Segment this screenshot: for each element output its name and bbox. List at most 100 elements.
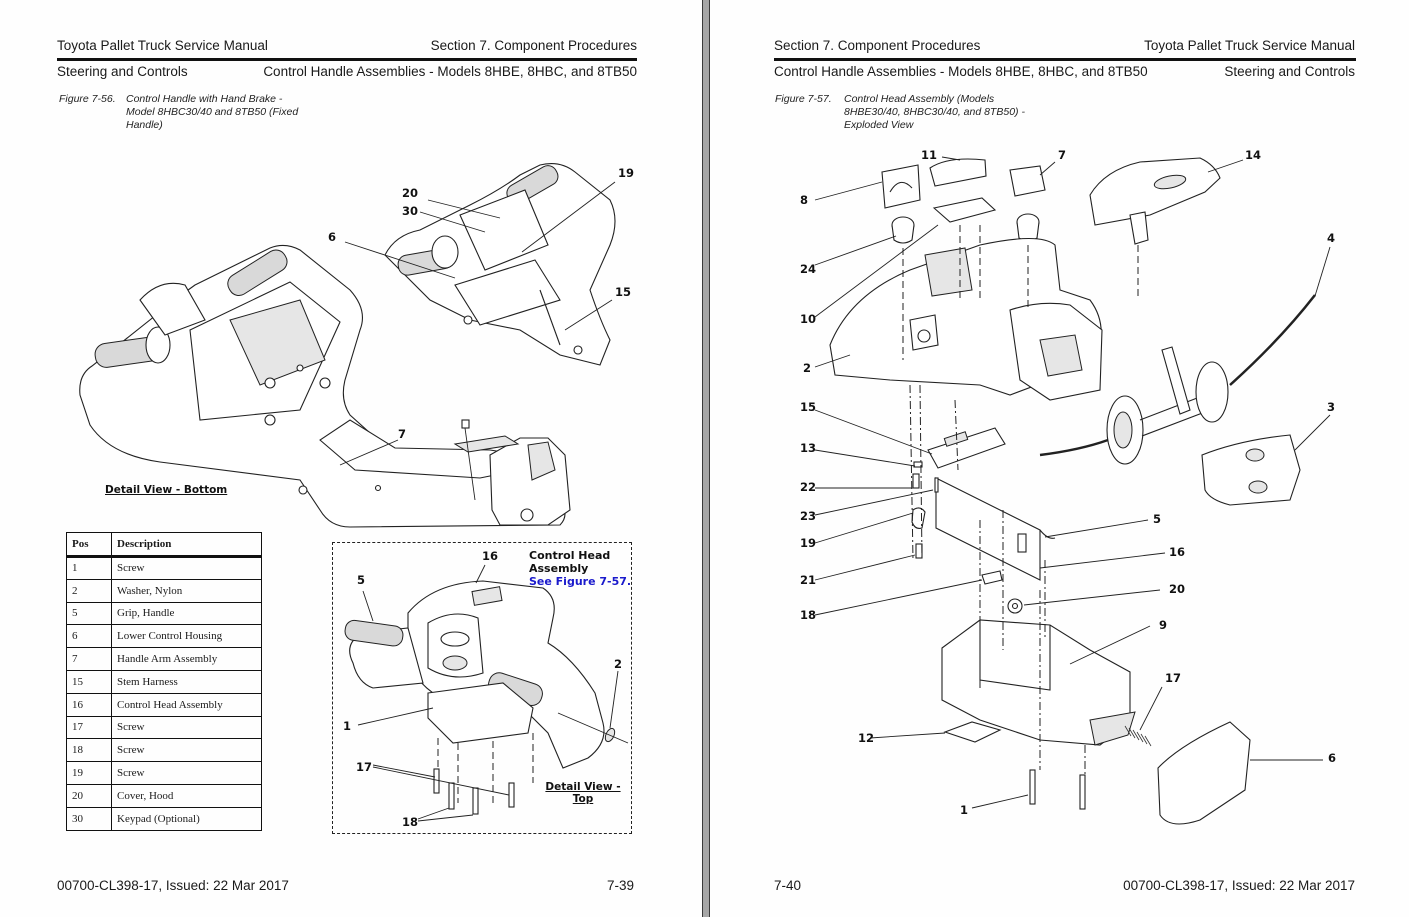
leader-9 bbox=[1069, 625, 1151, 665]
figure-caption-line-3: Exploded View bbox=[844, 119, 914, 131]
part-22-screw bbox=[912, 473, 920, 489]
part-8-button-cap bbox=[881, 164, 921, 209]
callout-24: 24 bbox=[800, 262, 817, 276]
cell-description: Stem Harness bbox=[111, 669, 262, 694]
cell-description: Handle Arm Assembly bbox=[111, 647, 262, 671]
part-4-cable bbox=[1229, 294, 1316, 386]
callout-7: 7 bbox=[1058, 148, 1067, 162]
callout-19: 19 bbox=[800, 536, 817, 550]
callout-15: 15 bbox=[800, 400, 817, 414]
part-17-spring bbox=[1124, 725, 1152, 747]
lower-housing bbox=[427, 682, 534, 744]
callout-5: 5 bbox=[357, 573, 366, 587]
header-topic: Control Handle Assemblies - Models 8HBE,… bbox=[774, 64, 1148, 79]
inset-screw bbox=[463, 315, 473, 325]
leader-14 bbox=[1207, 159, 1244, 173]
leader-15 bbox=[564, 299, 613, 331]
screw-head bbox=[264, 377, 276, 389]
callout-22: 22 bbox=[800, 480, 817, 494]
leader-1 bbox=[971, 794, 1029, 809]
arm-hole bbox=[374, 484, 382, 492]
callout-8: 8 bbox=[800, 193, 809, 207]
center-button-bottom bbox=[442, 655, 468, 671]
leader-16 bbox=[1039, 552, 1166, 569]
cover-bracket bbox=[1129, 211, 1149, 245]
inset-housing bbox=[454, 259, 561, 326]
cell-pos: 20 bbox=[66, 783, 112, 808]
cell-description: Keypad (Optional) bbox=[111, 806, 262, 831]
column-header-pos: Pos bbox=[66, 532, 112, 558]
shaft-disc-left-hub bbox=[1113, 411, 1133, 449]
column-header-description: Description bbox=[111, 532, 262, 558]
figure-caption: Figure 7-57. Control Head Assembly (Mode… bbox=[775, 93, 1095, 135]
callout-2: 2 bbox=[614, 657, 623, 671]
callout-3: 3 bbox=[1327, 400, 1336, 414]
callout-2: 2 bbox=[803, 361, 812, 375]
part-20-grommet-hole bbox=[1011, 602, 1019, 610]
footer-page-number: 7-40 bbox=[774, 878, 802, 893]
leader-20 bbox=[427, 199, 501, 219]
header-rule bbox=[774, 58, 1356, 61]
plate-cover bbox=[453, 435, 520, 453]
part-6-end-cap bbox=[1157, 721, 1251, 825]
part-1-screw-b bbox=[1079, 774, 1086, 810]
keypad-opening bbox=[924, 247, 973, 297]
part-10-gasket bbox=[932, 197, 997, 223]
assembly-lines-top bbox=[902, 225, 1139, 360]
callout-13: 13 bbox=[800, 441, 817, 455]
screw-17a bbox=[433, 768, 440, 794]
screw-18b bbox=[472, 787, 479, 815]
header-chapter: Steering and Controls bbox=[1224, 64, 1355, 79]
leader-5 bbox=[362, 590, 374, 622]
leader-18b bbox=[417, 814, 474, 822]
callout-17: 17 bbox=[1165, 671, 1182, 685]
leader-17a bbox=[372, 764, 436, 778]
right-page: Section 7. Component Procedures Toyota P… bbox=[710, 0, 1409, 917]
callout-12: 12 bbox=[858, 731, 875, 745]
callout-10: 10 bbox=[800, 312, 817, 326]
header-rule bbox=[57, 58, 637, 61]
pivot-hole bbox=[520, 508, 534, 522]
callout-16: 16 bbox=[1169, 545, 1186, 559]
leader-20 bbox=[1023, 589, 1161, 606]
pivot-slot bbox=[527, 441, 556, 481]
part-13-clip bbox=[913, 461, 923, 468]
small-screw bbox=[461, 419, 470, 429]
leader-18 bbox=[814, 579, 983, 616]
leader-30 bbox=[419, 211, 486, 233]
figure-caption-line-3: Handle) bbox=[126, 119, 163, 131]
control-head-label-line-2: Assembly bbox=[529, 562, 589, 575]
callout-15: 15 bbox=[615, 285, 632, 299]
part-14-top-cover bbox=[1089, 157, 1221, 226]
footer-page-number: 7-39 bbox=[607, 878, 635, 893]
cell-pos: 15 bbox=[66, 669, 112, 694]
cell-pos: 5 bbox=[66, 601, 112, 626]
leader-8 bbox=[814, 181, 883, 201]
cell-description: Control Head Assembly bbox=[111, 692, 262, 717]
cell-pos: 16 bbox=[66, 692, 112, 717]
header-manual-title: Toyota Pallet Truck Service Manual bbox=[1144, 38, 1355, 53]
header-chapter: Steering and Controls bbox=[57, 64, 188, 79]
leader-1 bbox=[357, 707, 434, 726]
see-figure-7-57-link[interactable]: See Figure 7-57. bbox=[529, 575, 632, 588]
footer-doc-id: 00700-CL398-17, Issued: 22 Mar 2017 bbox=[1123, 878, 1355, 893]
housing-front-lip bbox=[1089, 711, 1136, 746]
housing-socket-hole bbox=[917, 329, 931, 343]
left-page: Toyota Pallet Truck Service Manual Secti… bbox=[0, 0, 702, 917]
leader-19 bbox=[814, 512, 914, 544]
footer-doc-id: 00700-CL398-17, Issued: 22 Mar 2017 bbox=[57, 878, 289, 893]
cover-emblem bbox=[1153, 174, 1187, 190]
inset-screw bbox=[573, 345, 583, 355]
inset-hood-cover-20 bbox=[459, 189, 549, 271]
assembly-lines bbox=[437, 733, 534, 803]
callout-1: 1 bbox=[960, 803, 969, 817]
figure-caption-line-1: Control Head Assembly (Models bbox=[844, 93, 995, 105]
header-section: Section 7. Component Procedures bbox=[774, 38, 981, 53]
callout-7: 7 bbox=[398, 427, 407, 441]
detail-view-top-line-2: Top bbox=[572, 793, 594, 805]
cell-description: Screw bbox=[111, 715, 262, 740]
part-18-bracket bbox=[981, 570, 1003, 585]
